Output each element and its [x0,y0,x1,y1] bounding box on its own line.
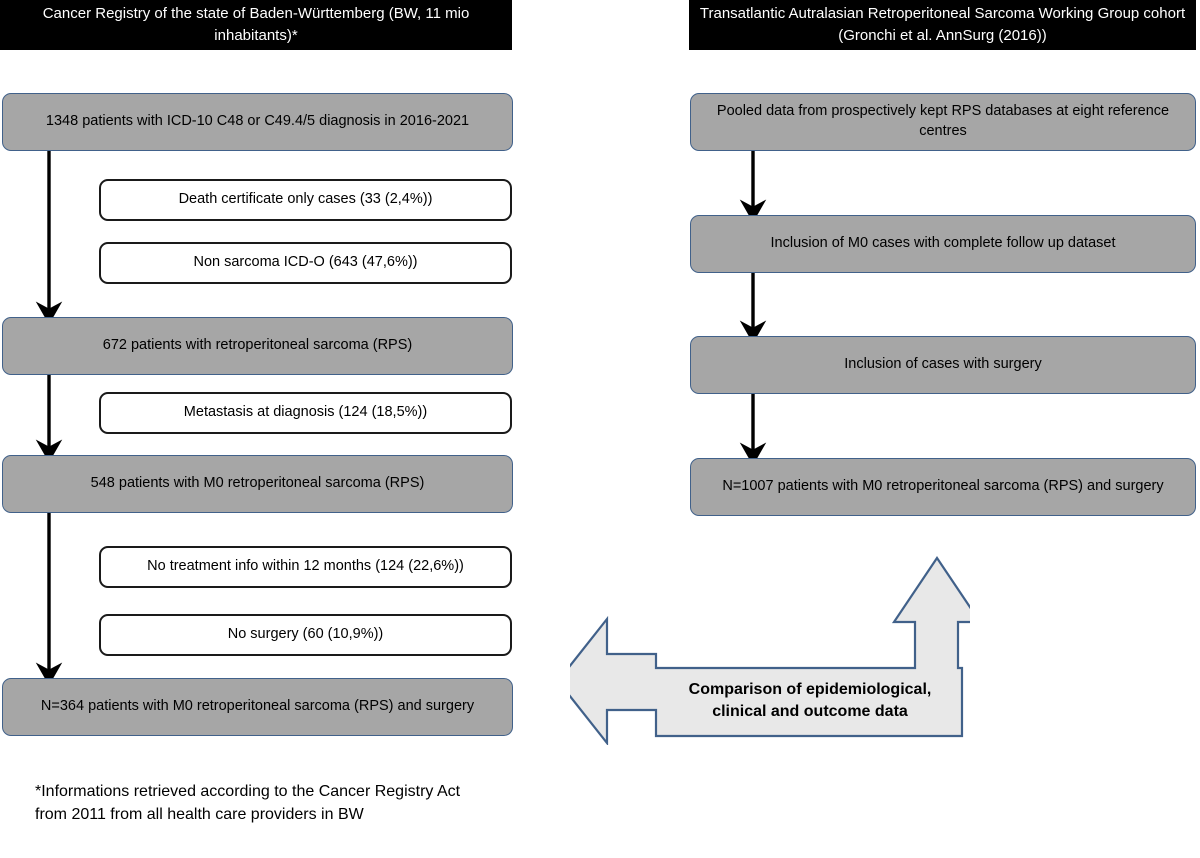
left-exclusion-4: No treatment info within 12 months (124 … [99,546,512,588]
left-exclusion-3: Metastasis at diagnosis (124 (18,5%)) [99,392,512,434]
right-node-1: Pooled data from prospectively kept RPS … [690,93,1196,151]
left-exclusion-2: Non sarcoma ICD-O (643 (47,6%)) [99,242,512,284]
comparison-arrow-path [570,556,970,745]
comparison-label: Comparison of epidemiological, clinical … [688,681,932,720]
left-node-1: 1348 patients with ICD-10 C48 or C49.4/5… [2,93,513,151]
left-exclusion-1: Death certificate only cases (33 (2,4%)) [99,179,512,221]
left-column-footnote: *Informations retrieved according to the… [35,783,461,824]
right-node-4: N=1007 patients with M0 retroperitoneal … [690,458,1196,516]
right-node-3: Inclusion of cases with surgery [690,336,1196,394]
right-node-2: Inclusion of M0 cases with complete foll… [690,215,1196,273]
left-cohort-header: Cancer Registry of the state of Baden-Wü… [0,0,512,50]
comparison-arrow-shape [570,556,970,745]
left-node-2: 672 patients with retroperitoneal sarcom… [2,317,513,375]
left-exclusion-5: No surgery (60 (10,9%)) [99,614,512,656]
right-cohort-header: Transatlantic Autralasian Retroperitonea… [689,0,1196,50]
left-node-4: N=364 patients with M0 retroperitoneal s… [2,678,513,736]
left-node-3: 548 patients with M0 retroperitoneal sar… [2,455,513,513]
